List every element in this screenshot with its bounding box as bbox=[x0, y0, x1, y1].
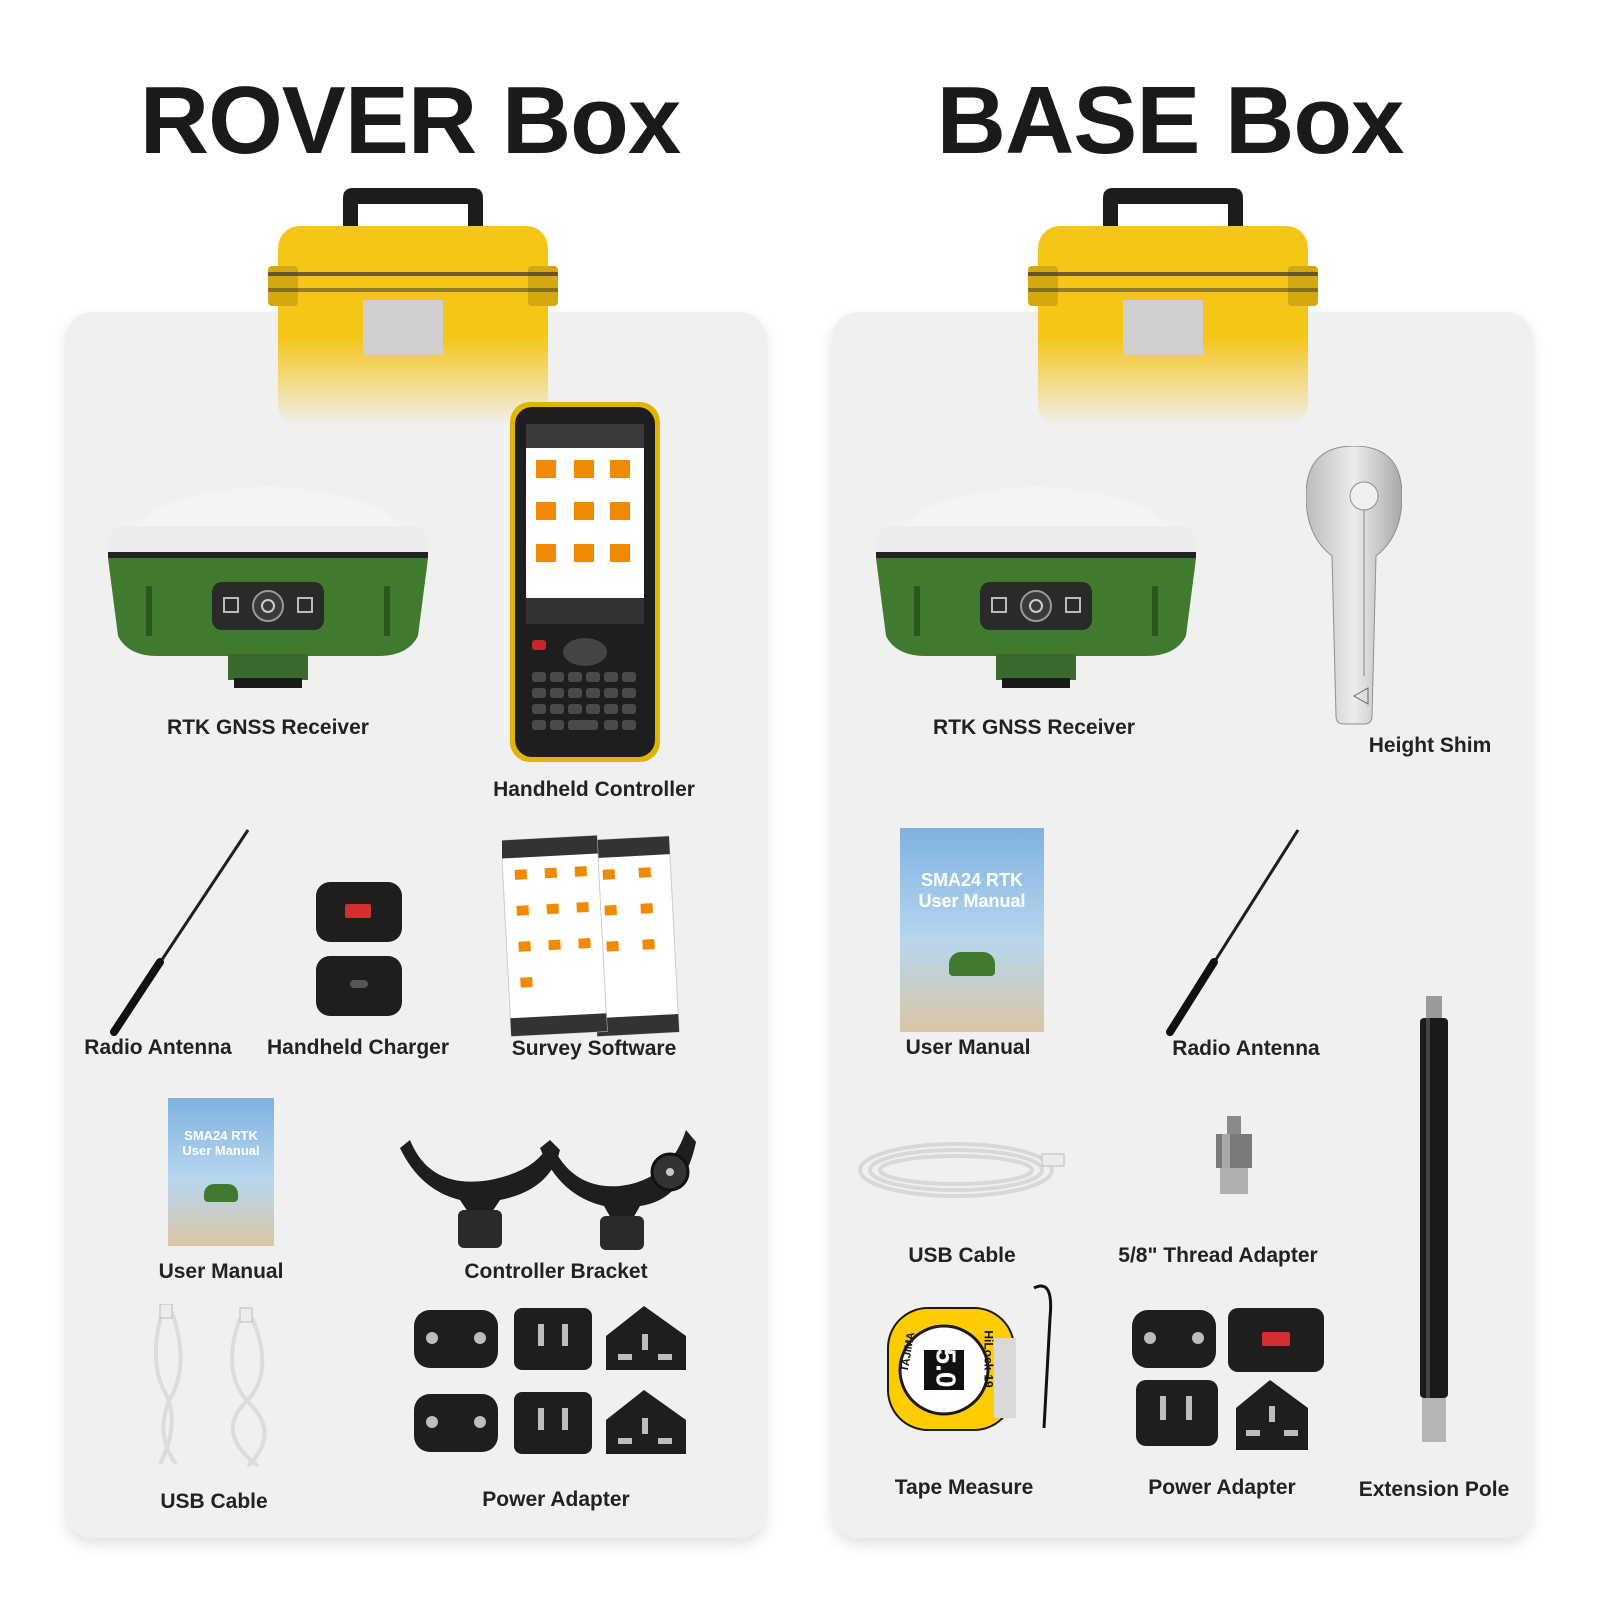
base-antenna-label: Radio Antenna bbox=[1172, 1037, 1320, 1060]
base-manual-cover-title-2: User Manual bbox=[918, 891, 1026, 911]
base-title: BASE Box bbox=[936, 67, 1405, 174]
rover-title: ROVER Box bbox=[139, 67, 681, 174]
rover-software-image bbox=[502, 834, 680, 1037]
base-usb-label: USB Cable bbox=[908, 1244, 1016, 1267]
base-pole-label: Extension Pole bbox=[1358, 1478, 1510, 1501]
base-manual-label: User Manual bbox=[905, 1036, 1031, 1059]
base-tape-model: HiLock-19 bbox=[981, 1330, 996, 1388]
rover-power-image bbox=[414, 1306, 686, 1454]
rover-antenna-image bbox=[110, 829, 250, 1036]
base-usb-image bbox=[858, 1142, 1065, 1198]
base-tape-label: Tape Measure bbox=[894, 1476, 1034, 1499]
rover-usb-label: USB Cable bbox=[160, 1490, 268, 1513]
rover-manual-image: SMA24 RTK User Manual bbox=[168, 1098, 274, 1246]
base-receiver-label: RTK GNSS Receiver bbox=[933, 716, 1135, 739]
base-power-label: Power Adapter bbox=[1148, 1476, 1296, 1499]
base-manual-cover-title-1: SMA24 RTK bbox=[920, 870, 1023, 890]
base-tape-image bbox=[887, 1284, 1053, 1431]
rover-bracket-image bbox=[400, 1130, 696, 1250]
base-receiver-image bbox=[876, 486, 1196, 688]
base-manual-image: SMA24 RTK User Manual bbox=[900, 828, 1044, 1032]
rover-charger-image bbox=[316, 882, 402, 1016]
rover-manual-cover-title-1: SMA24 RTK bbox=[184, 1128, 258, 1143]
rover-antenna-label: Radio Antenna bbox=[84, 1036, 232, 1059]
base-thread-image bbox=[1216, 1116, 1252, 1194]
rover-receiver-label: RTK GNSS Receiver bbox=[167, 716, 369, 739]
rover-controller-image bbox=[510, 402, 660, 762]
base-power-image bbox=[1132, 1308, 1324, 1450]
rover-controller-label: Handheld Controller bbox=[493, 778, 695, 801]
rover-manual-label: User Manual bbox=[158, 1260, 284, 1283]
base-antenna-image bbox=[1166, 829, 1300, 1036]
rover-manual-cover-title-2: User Manual bbox=[182, 1143, 260, 1158]
base-case-image bbox=[1028, 188, 1318, 426]
base-shim-image bbox=[1306, 446, 1402, 725]
rover-power-label: Power Adapter bbox=[482, 1488, 630, 1511]
rover-bracket-label: Controller Bracket bbox=[464, 1260, 648, 1283]
rover-usb-image bbox=[153, 1304, 267, 1468]
base-tape-size: 5.0 bbox=[930, 1348, 962, 1388]
base-pole-image bbox=[1420, 996, 1448, 1442]
base-shim-label: Height Shim bbox=[1368, 734, 1492, 757]
rover-charger-label: Handheld Charger bbox=[266, 1036, 450, 1059]
rover-receiver-image bbox=[108, 486, 428, 688]
rover-case-image bbox=[268, 188, 558, 426]
rover-software-label: Survey Software bbox=[511, 1037, 677, 1060]
base-thread-label: 5/8" Thread Adapter bbox=[1118, 1244, 1318, 1267]
